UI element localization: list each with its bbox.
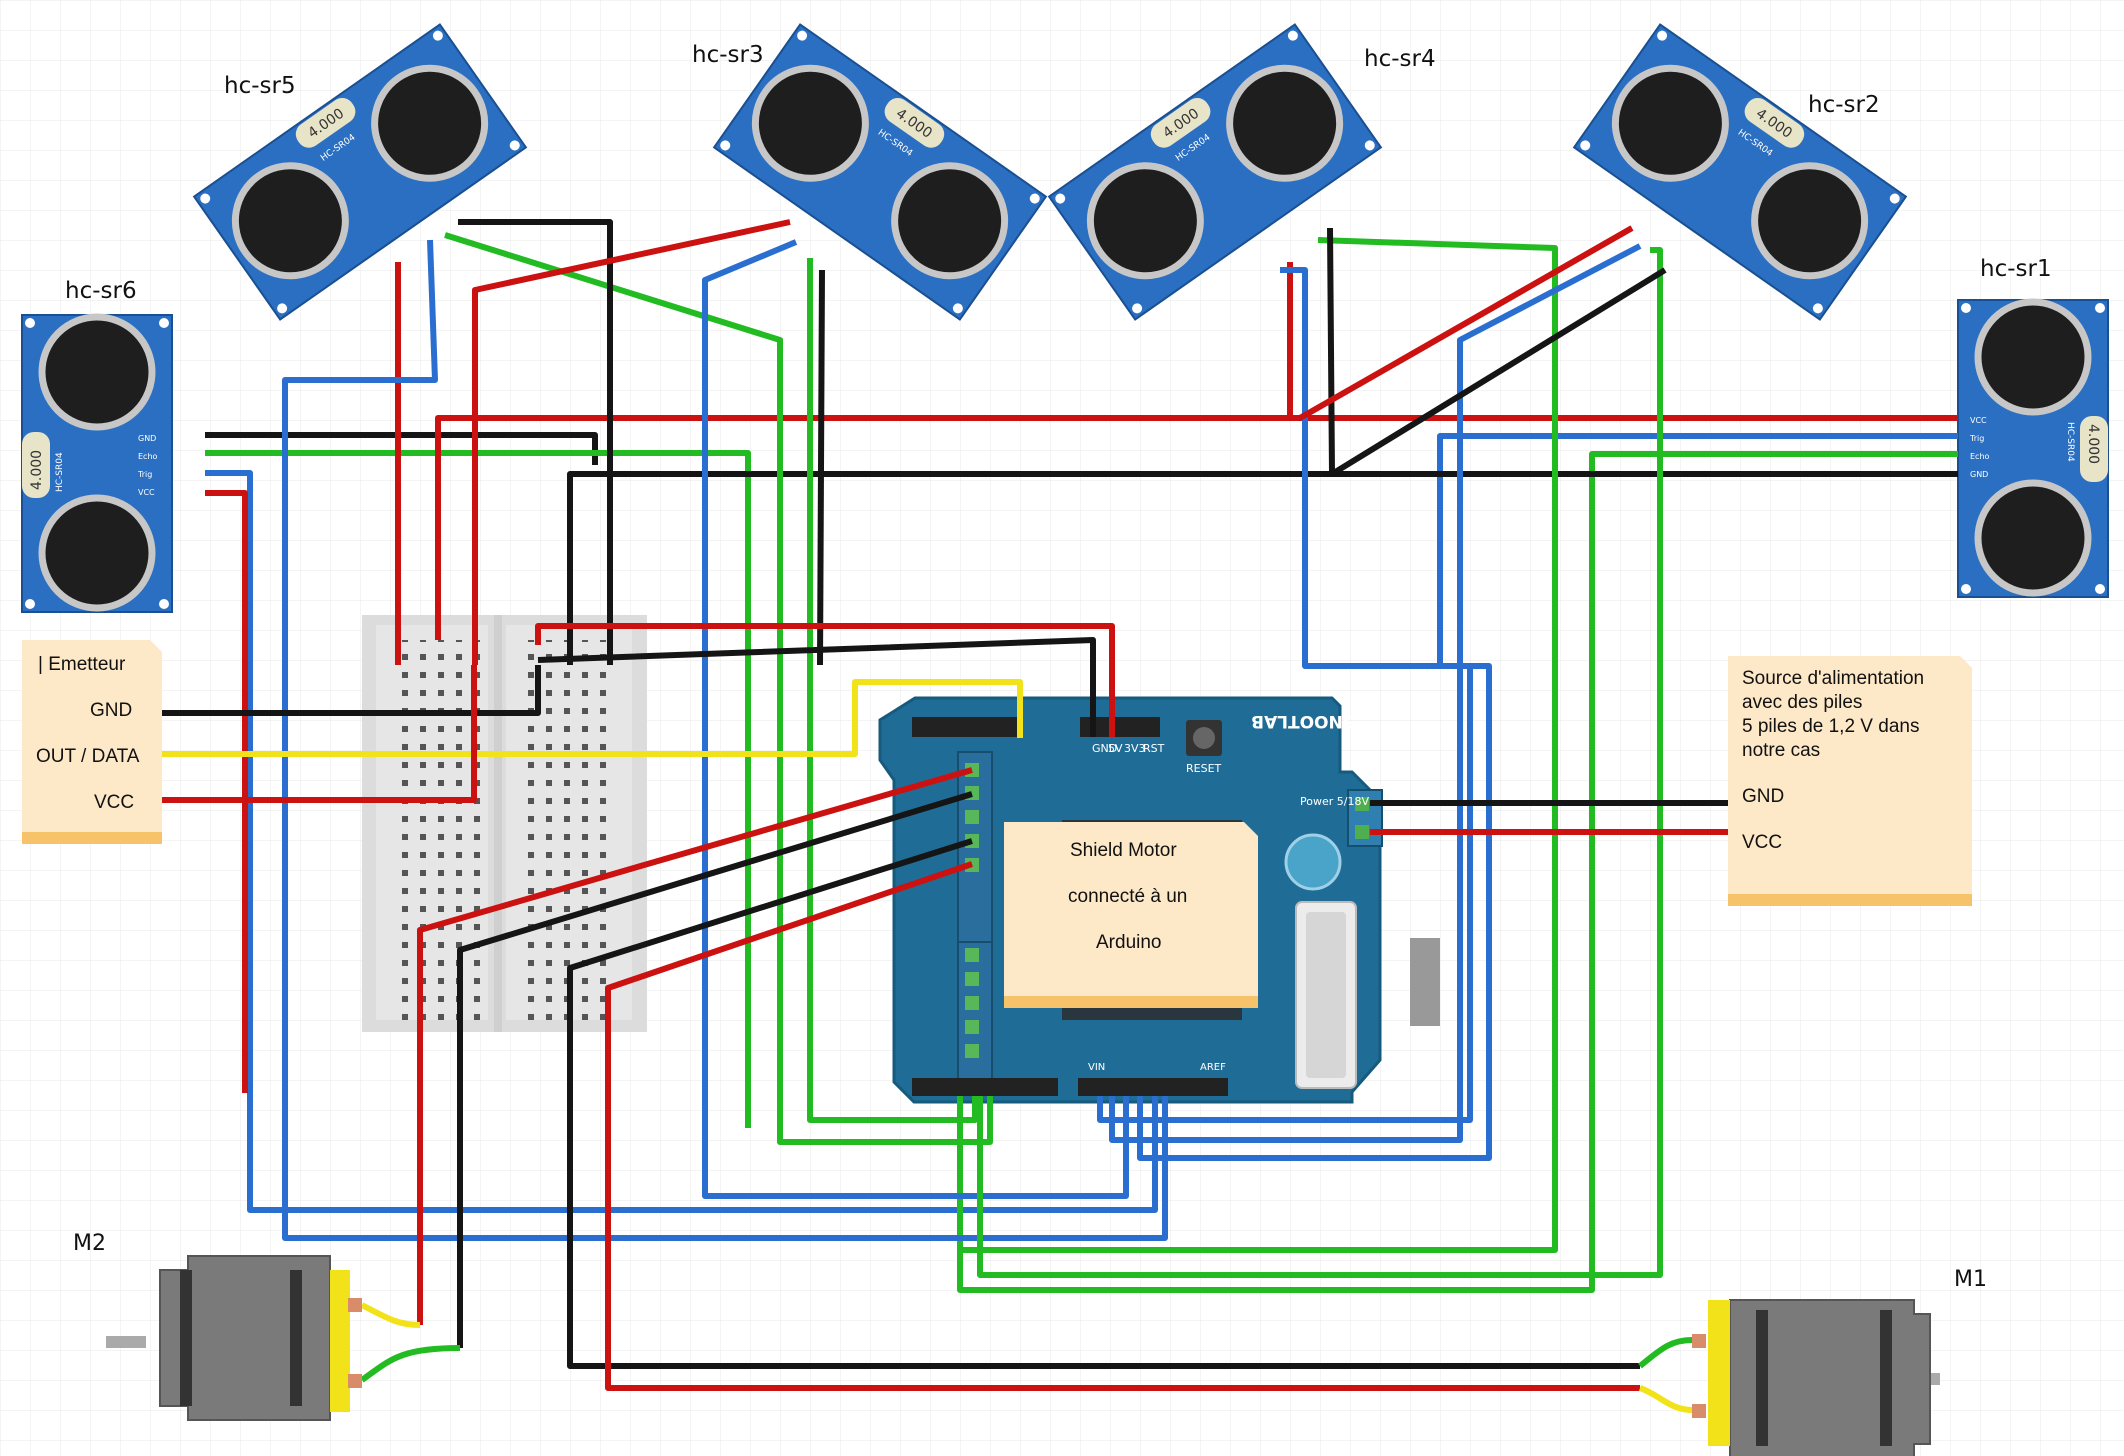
header-bottom-left: [912, 1078, 1058, 1096]
power-label: Power 5/18V: [1300, 795, 1369, 808]
wire-m2-red: [417, 767, 973, 1325]
breadboard: [362, 615, 647, 1032]
wire-sr3-echo: [807, 258, 978, 1123]
emitter-data-label: OUT / DATA: [36, 746, 140, 767]
motor-m2: [106, 1255, 362, 1421]
label-hc-sr6: hc-sr6: [65, 278, 137, 304]
wire-sr4-gnd: [1327, 227, 1335, 475]
wire-emitter-data: [124, 679, 1023, 757]
header-digital-high: [912, 717, 1022, 737]
power-note: Source d'alimentation avec des piles 5 p…: [1728, 656, 1972, 906]
badge-hc-sr1: 4.000: [2085, 424, 2101, 464]
power-note-line4: notre cas: [1742, 740, 1820, 761]
wire-m2-lead-green: [360, 1345, 461, 1383]
sensor-hc-sr4: 4.000 HC-SR04: [1047, 23, 1383, 321]
wire-sr2-vcc: [1298, 225, 1634, 421]
wire-m1-red: [605, 861, 1640, 1391]
header-top-label-5v: 5V: [1108, 742, 1123, 755]
label-m2: M2: [73, 1231, 106, 1256]
wire-sr4-echo: [960, 237, 1558, 1253]
wire-sr1-vcc: [435, 415, 1958, 640]
reset-label: RESET: [1186, 762, 1222, 775]
capacitor: [1284, 833, 1342, 891]
pin-hc-sr6-trig: Trig: [137, 470, 152, 479]
power-note-gnd: GND: [1742, 786, 1784, 807]
wire-sr3-trig: [702, 239, 1129, 1199]
wire-bus-vcc: [205, 490, 248, 1093]
wire-sr5-gnd: [458, 219, 613, 665]
wire-sr3-vcc: [472, 219, 791, 665]
header-top-label-3v3: 3V3: [1124, 742, 1146, 755]
header-top-label-rst: RST: [1143, 742, 1165, 755]
wire-emitter-gnd: [124, 665, 541, 716]
emitter-vcc-label: VCC: [94, 792, 134, 813]
label-m1: M1: [1954, 1267, 1987, 1292]
emitter-gnd-label: GND: [90, 700, 132, 721]
wire-m1-lead-yellow: [1638, 1385, 1693, 1413]
pin-hc-sr1-gnd: GND: [1970, 470, 1988, 479]
wire-sr1-gnd: [567, 471, 1958, 665]
sensor-hc-sr3: 4.000 HC-SR04: [712, 23, 1048, 321]
sensor-hc-sr2: 4.000 HC-SR04: [1572, 23, 1908, 321]
label-hc-sr3: hc-sr3: [692, 42, 764, 68]
power-note-line3: 5 piles de 1,2 V dans: [1742, 716, 1919, 737]
header-power-top: [1080, 717, 1160, 737]
wire-emitter-vcc: [124, 665, 477, 803]
label-hc-sr5: hc-sr5: [224, 73, 296, 99]
pin-hc-sr1-trig: Trig: [1969, 434, 1984, 443]
wire-m2-lead-yellow: [360, 1302, 421, 1328]
shield-note-line3: Arduino: [1096, 932, 1162, 953]
wire-sr3-gnd: [817, 269, 825, 666]
emitter-note: | Emetteur GND OUT / DATA VCC: [22, 640, 162, 844]
shield-note-line2: connecté à un: [1068, 886, 1187, 907]
shield-note-line1: Shield Motor: [1070, 840, 1177, 861]
header-bottom-label-vin: VIN: [1088, 1062, 1105, 1073]
sensor-hc-sr6: 4.000 HC-SR04 GND Echo Trig VCC: [21, 313, 173, 613]
wire-bb-vcc: [535, 623, 1115, 737]
wire-sr1-echo: [957, 451, 1958, 1293]
pin-hc-sr6-vcc: VCC: [138, 488, 155, 497]
power-note-line1: Source d'alimentation: [1742, 668, 1924, 689]
motor-m1: [1692, 1299, 1940, 1456]
wire-sr5-trig: [282, 239, 1168, 1241]
label-hc-sr2: hc-sr2: [1808, 92, 1880, 118]
pin-hc-sr1-echo: Echo: [1970, 452, 1990, 461]
logo-hc-sr6: HC-SR04: [55, 452, 65, 492]
motor-terminal-b: [957, 941, 993, 1083]
header-top-label-gnd: GND: [1092, 742, 1117, 755]
header-bottom-right: [1078, 1078, 1228, 1096]
usb-port: [1410, 938, 1440, 1026]
pin-hc-sr6-gnd: GND: [138, 434, 156, 443]
header-bottom-label-aref: AREF: [1200, 1062, 1226, 1073]
power-note-line2: avec des piles: [1742, 692, 1862, 713]
wire-m1-black: [567, 838, 1640, 1369]
emitter-title: | Emetteur: [38, 654, 126, 675]
wire-bb-gnd: [537, 637, 1096, 737]
power-note-vcc: VCC: [1742, 832, 1782, 853]
wire-sr1-trig: [1137, 433, 1958, 1161]
wires: [124, 219, 1958, 1413]
wire-bus-trig: [205, 470, 1158, 1213]
sensor-hc-sr5: 4.000 HC-SR04: [192, 23, 528, 321]
wire-sr2-trig: [1109, 243, 1642, 1143]
sensor-hc-sr1: 4.000 HC-SR04 VCC Trig Echo GND: [1957, 298, 2109, 598]
wire-sr2-echo: [977, 247, 1663, 1278]
logo-hc-sr1: HC-SR04: [2065, 422, 2075, 462]
wire-sr4-trig: [1097, 267, 1473, 1123]
wire-bus-echo: [205, 450, 751, 1128]
wire-m1-lead-green: [1638, 1337, 1693, 1369]
label-hc-sr1: hc-sr1: [1980, 256, 2052, 282]
wire-sr5-echo: [444, 232, 993, 1145]
wire-sr2-gnd: [1330, 267, 1667, 477]
pin-hc-sr6-echo: Echo: [138, 452, 158, 461]
label-hc-sr4: hc-sr4: [1364, 46, 1436, 72]
pin-hc-sr1-vcc: VCC: [1970, 416, 1987, 425]
brand-label: SNOOTLAB: [1251, 711, 1355, 731]
shield-note: Shield Motor connecté à un Arduino: [1004, 822, 1258, 1008]
wire-m2-black: [457, 791, 973, 1348]
badge-hc-sr6: 4.000: [29, 450, 45, 490]
